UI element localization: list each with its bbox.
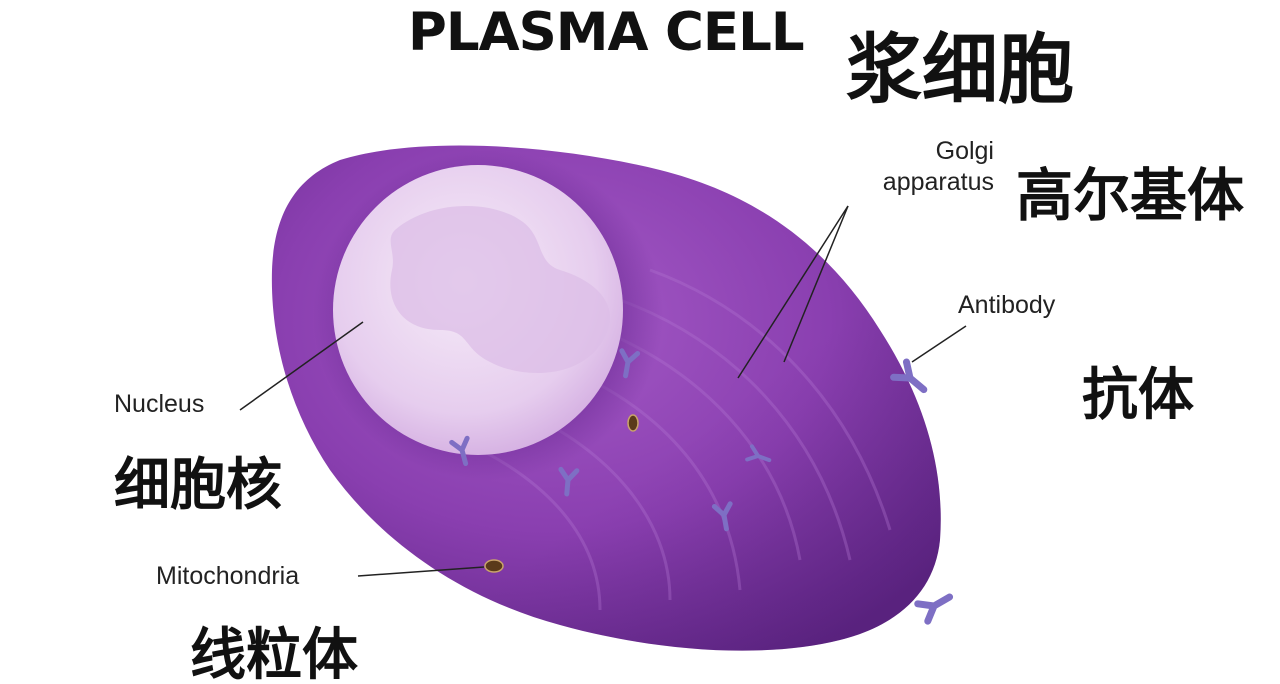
antibody-leader bbox=[911, 325, 967, 363]
mitochondria-shape bbox=[484, 559, 504, 573]
antibody-label-en: Antibody bbox=[958, 291, 1056, 319]
golgi-leader-2 bbox=[783, 205, 849, 363]
mitochondria-shape-2 bbox=[627, 414, 639, 432]
golgi-label-line1: Golgi bbox=[935, 137, 994, 165]
mitochondria-label-en: Mitochondria bbox=[156, 562, 300, 590]
antibody-shapes bbox=[449, 348, 954, 625]
golgi-label-line2: apparatus bbox=[882, 167, 994, 196]
leader-lines bbox=[239, 205, 967, 577]
antibody-label-zh: 抗体 bbox=[1082, 363, 1194, 428]
nucleus-label-zh: 细胞核 bbox=[114, 453, 282, 518]
golgi-leader-1 bbox=[737, 205, 849, 379]
title-chinese: 浆细胞 bbox=[846, 25, 1074, 114]
mitochondria-label-zh: 线粒体 bbox=[190, 623, 358, 684]
nucleus-chromatin bbox=[390, 206, 611, 374]
golgi-label-zh: 高尔基体 bbox=[1016, 163, 1244, 229]
title-english: PLASMA CELL bbox=[408, 2, 805, 63]
golgi-label-en: Golgi apparatus bbox=[870, 136, 994, 197]
nucleus-label-en: Nucleus bbox=[114, 390, 205, 418]
mitochondria-leader bbox=[357, 566, 485, 577]
nucleus-leader bbox=[239, 321, 364, 411]
